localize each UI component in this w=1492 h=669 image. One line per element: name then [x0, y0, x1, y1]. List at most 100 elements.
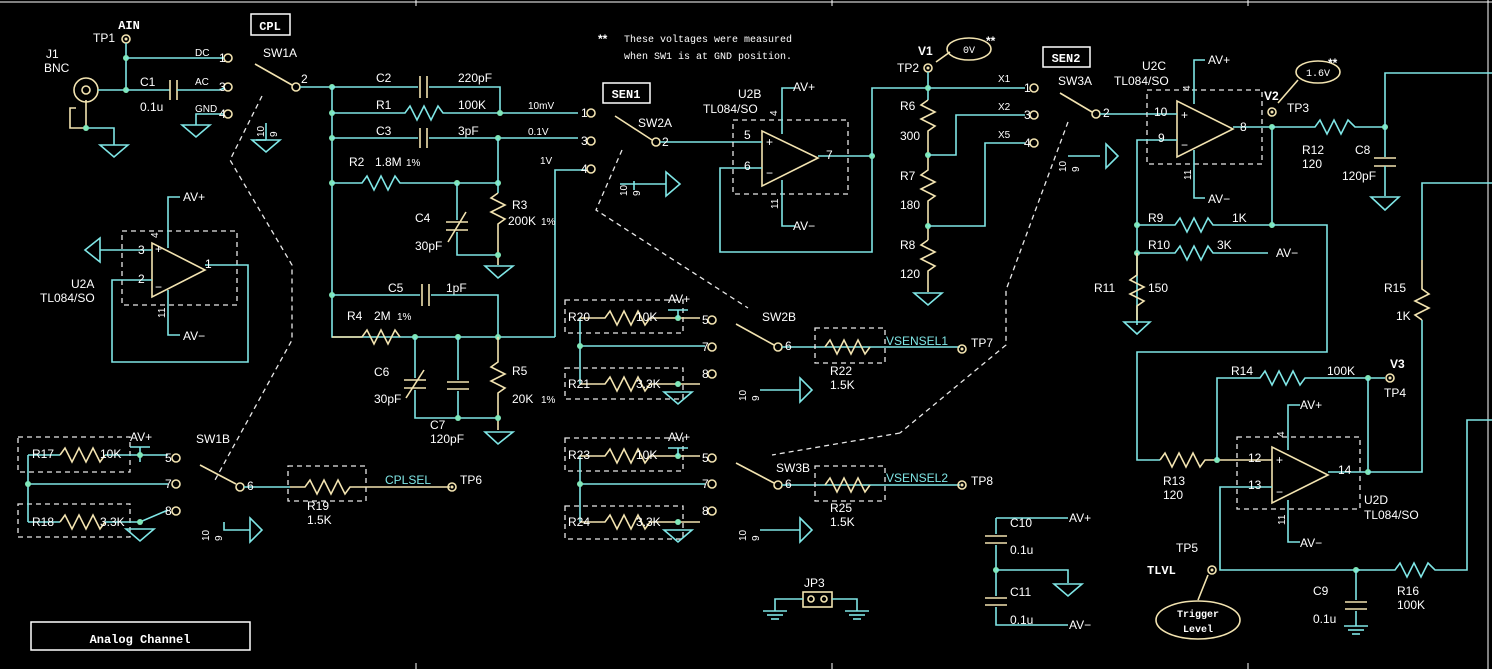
r15-label: R15 [1384, 281, 1406, 295]
r4-label: R4 [347, 309, 363, 323]
r23-label: R23 [568, 448, 590, 462]
c10-value: 0.1u [1010, 543, 1033, 557]
sw3b-pin6: 6 [785, 477, 792, 491]
sw1b-pin5: 5 [165, 451, 172, 465]
u2b-avp: AV+ [793, 80, 815, 94]
c8-label: C8 [1355, 143, 1371, 157]
c9-label: C9 [1313, 584, 1329, 598]
r10-value: 3K [1217, 238, 1232, 252]
r5-tolerance: 1% [541, 395, 556, 406]
sw3b-pin7: 7 [702, 477, 709, 491]
sw3a-pin3: 3 [1024, 108, 1031, 122]
r18-value: 3.3K [100, 515, 125, 529]
u2c-minus: − [1181, 138, 1188, 152]
r19-value: 1.5K [307, 513, 332, 527]
cplsel-flag: CPLSEL [385, 473, 431, 487]
sw2a-pin2: 2 [662, 135, 669, 149]
r12-label: R12 [1302, 143, 1324, 157]
c11-value: 0.1u [1010, 613, 1033, 627]
u2c-label: U2C [1142, 59, 1166, 73]
sw3a-pin1: 1 [1024, 81, 1031, 95]
sw3b-pin10: 10 [738, 529, 749, 541]
r9-value: 1K [1232, 211, 1247, 225]
u2b-avm: AV− [793, 219, 815, 233]
r10-label: R10 [1148, 238, 1170, 252]
gnd-label: GND [195, 104, 217, 115]
u2a-opamp [83, 196, 249, 363]
c2-label: C2 [376, 71, 392, 85]
u2a-pin3: 3 [138, 243, 145, 257]
u2c-pin4: 4 [1182, 85, 1193, 91]
sw2b-pin8: 8 [702, 367, 709, 381]
sw3a-switch [899, 83, 1147, 434]
r5-value: 20K [512, 392, 533, 406]
u2d-pin14: 14 [1338, 463, 1352, 477]
x5-label: X5 [998, 130, 1011, 141]
u2d-opamp [1155, 182, 1492, 640]
r22-label: R22 [830, 364, 852, 378]
tap-01v: 0.1V [528, 127, 549, 138]
u2d-plus: + [1276, 453, 1283, 467]
sw2a-pin1: 1 [581, 106, 588, 120]
sw1b-label: SW1B [196, 432, 230, 446]
u2b-pin4: 4 [769, 110, 780, 116]
u2b-pin11: 11 [770, 198, 781, 209]
r24-value: 3.3K [636, 515, 661, 529]
sw3a-pin4: 4 [1024, 136, 1031, 150]
r7-value: 180 [900, 198, 920, 212]
r21-value: 3.3K [636, 377, 661, 391]
tap-10mv: 10mV [528, 101, 554, 112]
attenuator-network [329, 76, 585, 446]
c3-value: 3pF [458, 124, 479, 138]
u2b-pin5: 5 [744, 128, 751, 142]
note-line-1: These voltages were measured [624, 34, 792, 46]
sw3b-section [564, 432, 967, 544]
sw2b-pin7: 7 [702, 340, 709, 354]
u2a-plus: + [155, 242, 162, 256]
j1-label: J1 [46, 47, 59, 61]
vsensel1-flag: VSENSEL1 [886, 334, 948, 348]
vsensel2-flag: VSENSEL2 [886, 471, 948, 485]
c4-value: 30pF [415, 239, 442, 253]
tp8-label: TP8 [971, 474, 993, 488]
r24-label: R24 [568, 515, 590, 529]
sw3b-label: SW3B [776, 461, 810, 475]
sw3b-pin5: 5 [702, 451, 709, 465]
r3-value: 200K [508, 214, 536, 228]
r3-tolerance: 1% [541, 217, 556, 228]
u2d-minus: − [1276, 485, 1283, 499]
trigger-line-2: Level [1183, 624, 1213, 636]
u2b-label: U2B [738, 87, 761, 101]
r2-tolerance: 1% [406, 158, 421, 169]
tap-1v: 1V [540, 156, 553, 167]
u2a-avm: AV− [183, 329, 205, 343]
u2c-pin11: 11 [1183, 169, 1194, 180]
sen2-box: SEN2 [1052, 52, 1081, 66]
r6-label: R6 [900, 99, 916, 113]
u2a-pin2: 2 [138, 272, 145, 286]
r7-label: R7 [900, 169, 916, 183]
sw2a-switch [586, 108, 749, 309]
v1-flag: V1 [918, 44, 933, 58]
tp6-label: TP6 [460, 473, 482, 487]
c10-label: C10 [1010, 516, 1032, 530]
c5-label: C5 [388, 281, 404, 295]
r17-value: 10K [100, 447, 121, 461]
r19-label: R19 [307, 499, 329, 513]
sw1b-avp: AV+ [130, 430, 152, 444]
c2-value: 220pF [458, 71, 492, 85]
u2b-pin6: 6 [744, 159, 751, 173]
sen1-box-frame [602, 82, 651, 104]
r16-label: R16 [1397, 584, 1419, 598]
r22-value: 1.5K [830, 378, 855, 392]
tp4-label: TP4 [1384, 386, 1406, 400]
u2d-avp: AV+ [1300, 398, 1322, 412]
u2d-pin11: 11 [1277, 514, 1288, 525]
r2-label: R2 [349, 155, 365, 169]
r21-label: R21 [568, 377, 590, 391]
v1-measured: 0V [963, 46, 975, 57]
sw3b-pin9: 9 [751, 535, 762, 541]
r4-tolerance: 1% [397, 312, 412, 323]
